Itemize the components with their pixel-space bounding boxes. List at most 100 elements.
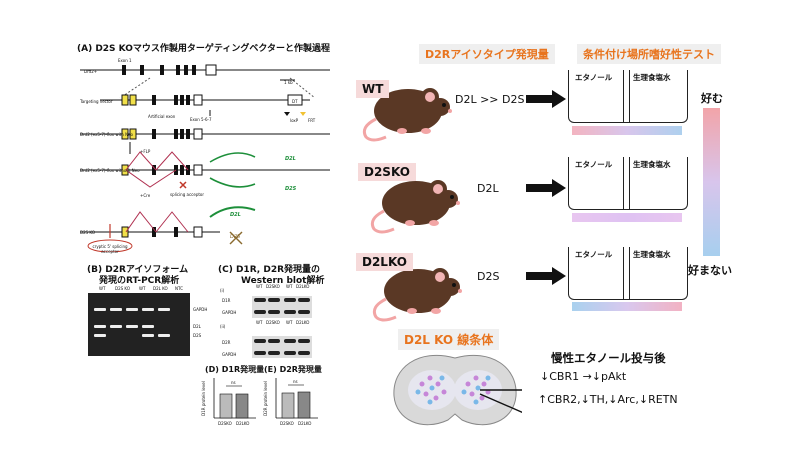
x-label: D2SKO xyxy=(218,421,232,426)
chart-e: ns D2R protein level D2SKO D2LKO xyxy=(262,374,322,434)
scale-bottom-label: 好まない xyxy=(688,264,732,277)
wb-lane: D2LKO xyxy=(296,320,310,325)
splicing-label: splicing acceptor xyxy=(170,192,205,197)
label-saline: 生理食塩水 xyxy=(633,250,671,259)
preference-bar-d2lko xyxy=(572,302,682,311)
x-label: D2LKO xyxy=(298,421,312,426)
wb-lane: D2SKO xyxy=(266,320,280,325)
isoform-d2l: D2L xyxy=(285,156,296,162)
label-saline: 生理食塩水 xyxy=(633,160,671,169)
gel-lane: WT xyxy=(99,286,106,291)
arrow-right-icon xyxy=(526,267,566,285)
brain-section xyxy=(388,348,527,434)
row-label-flox-neo: Drd2 (ex5-7)-flox with Neo xyxy=(80,132,134,137)
cpp-box-d2sko: エタノール 生理食塩水 xyxy=(568,157,688,210)
cre-label: +Cre xyxy=(140,193,151,198)
x-label: D2LKO xyxy=(236,421,250,426)
wb-lanes-i: WT D2SKO WT D2LKO xyxy=(256,284,316,294)
preference-bar-d2sko xyxy=(572,213,682,222)
gel-lane: D2L KO xyxy=(153,286,168,291)
isoform-d2s: D2S xyxy=(285,186,297,192)
wb-lane: WT xyxy=(256,320,263,325)
gel-lane: NTC xyxy=(175,286,183,291)
preference-scale xyxy=(703,108,720,256)
cpp-box-d2lko: エタノール 生理食塩水 xyxy=(568,247,688,300)
acceptor-label: cryptic 5' splicing acceptor xyxy=(92,244,128,254)
sig-label: ns xyxy=(231,380,236,385)
y-label: D1R protein level xyxy=(200,381,206,416)
exon567-label: Exon 5-6-7 xyxy=(190,117,212,122)
targeting-svg xyxy=(80,64,330,253)
header-cpp-test: 条件付け場所嗜好性テスト xyxy=(577,44,721,64)
isoform-d2s-deleted: D2S xyxy=(230,234,241,240)
mouse-label-wt: WT xyxy=(356,80,390,98)
scale-top-label: 好む xyxy=(701,92,723,105)
gel-lane: WT xyxy=(139,286,146,291)
header-expression: D2Rアイソタイプ発現量 xyxy=(419,44,555,64)
mouse-label-d2lko: D2LKO xyxy=(356,253,413,271)
wb-row: D1R xyxy=(222,298,231,303)
panel-d-title: (D) D1R発現量 xyxy=(205,365,265,374)
targeting-diagram xyxy=(60,52,340,253)
mouse-icon xyxy=(370,180,460,234)
exon-label: Exon 1 xyxy=(118,58,132,63)
wb-blot-ii xyxy=(252,336,312,358)
label-ethanol: エタノール xyxy=(575,250,613,259)
wb-sub-ii: (ii) xyxy=(220,324,226,329)
wb-lane: WT xyxy=(286,320,293,325)
row-label-flox: Drd2 (ex5-7)-flox without Neo xyxy=(80,168,140,173)
label-ethanol: エタノール xyxy=(575,160,613,169)
panel-a-title: (A) D2S KOマウス作製用ターゲティングベクターと作製過程 xyxy=(77,44,330,54)
panel-b-title: (B) D2Rアイソフォーム xyxy=(87,265,189,275)
expr-d2sko: D2L xyxy=(477,182,499,195)
wb-blot-i xyxy=(252,296,312,318)
chart-d-svg xyxy=(213,378,256,419)
chart-d: ns D1R protein level D2SKO D2LKO xyxy=(200,374,260,434)
panel-b-title2: 発現のRT-PCR解析 xyxy=(99,276,180,286)
rt-pcr-gel xyxy=(88,293,190,356)
expr-wt: D2L >> D2S xyxy=(455,93,525,106)
striatum-title: D2L KO 線条体 xyxy=(398,329,500,350)
gel-lane: D2S KO xyxy=(115,286,130,291)
arrow-right-icon xyxy=(526,179,566,197)
result-line-1: ↓CBR1 →↓pAkt xyxy=(540,370,627,383)
wb-lane: WT xyxy=(256,284,263,289)
marker-d2l: D2L xyxy=(193,324,201,329)
wb-lane: WT xyxy=(286,284,293,289)
expr-d2lko: D2S xyxy=(477,270,500,283)
panel-c-title2: Western blot解析 xyxy=(241,276,325,286)
frt-legend: FRT xyxy=(308,118,316,123)
x-label: D2SKO xyxy=(280,421,294,426)
brain-coronal-icon xyxy=(393,354,527,426)
flp-label: +FLP xyxy=(140,149,151,154)
marker-d2s: D2S xyxy=(193,333,202,338)
sig-label: ns xyxy=(293,379,298,384)
marker-gapdh: GAPDH xyxy=(193,307,208,312)
mouse-wt xyxy=(352,75,452,145)
wb-sub-i: (i) xyxy=(220,288,225,293)
scale-label: 1 kb xyxy=(284,80,293,85)
wb-lane: D2LKO xyxy=(296,284,310,289)
label-saline: 生理食塩水 xyxy=(633,73,671,82)
chronic-title: 慢性エタノール投与後 xyxy=(551,351,666,365)
y-label: D2R protein level xyxy=(262,381,268,416)
mouse-icon xyxy=(362,88,452,142)
panel-e-title: (E) D2R発現量 xyxy=(264,365,322,374)
row-label-wt: Drd2+ xyxy=(84,69,98,74)
isoform-d2l-ko: D2L xyxy=(230,212,241,218)
dt-label: DT xyxy=(292,99,298,104)
chart-e-svg xyxy=(275,378,318,419)
arrow-right-icon xyxy=(526,90,566,108)
wb-row: GAPDH xyxy=(222,352,237,357)
row-label-vector: Targeting vector xyxy=(80,99,113,104)
wb-lanes-ii: WT D2SKO WT D2LKO xyxy=(256,320,316,330)
preference-bar-wt xyxy=(572,126,682,135)
cpp-box-wt: エタノール 生理食塩水 xyxy=(568,70,688,123)
wb-lane: D2SKO xyxy=(266,284,280,289)
loxp-legend: loxP xyxy=(290,118,299,123)
wb-row: GAPDH xyxy=(222,310,237,315)
wb-row: D2R xyxy=(222,340,231,345)
label-ethanol: エタノール xyxy=(575,73,613,82)
mouse-icon xyxy=(372,268,462,322)
mouse-d2lko xyxy=(362,255,462,325)
